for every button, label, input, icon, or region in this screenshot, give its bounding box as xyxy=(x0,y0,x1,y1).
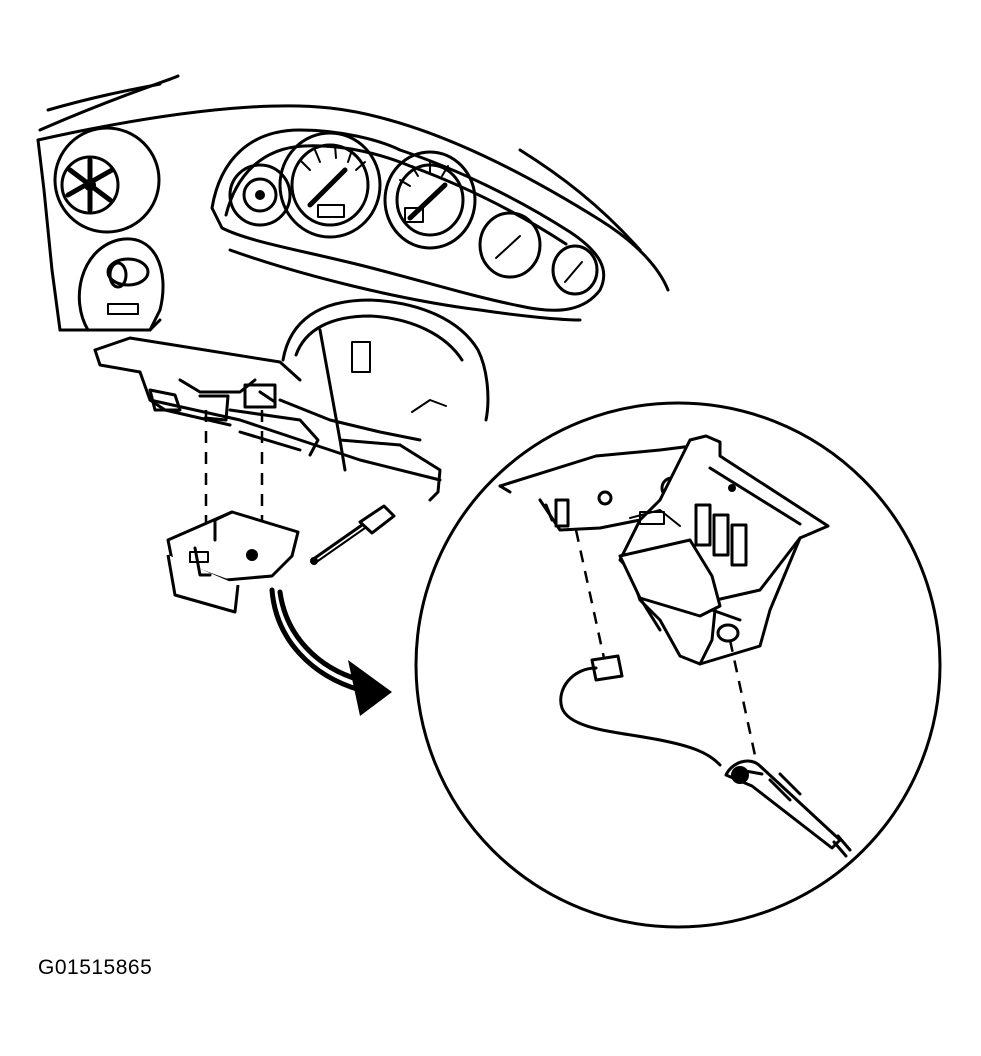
connector-pigtail xyxy=(310,504,396,565)
headlamp-switch xyxy=(77,237,165,332)
detail-arrow xyxy=(269,587,392,716)
steering-column-opening xyxy=(281,298,490,502)
bulb-socket xyxy=(559,654,852,858)
detail-view xyxy=(414,401,942,929)
switch-cover xyxy=(166,510,300,614)
switch-housing xyxy=(148,388,320,457)
instrument-panel xyxy=(36,74,670,502)
figure-reference-code: G01515865 xyxy=(38,956,153,979)
instrument-cluster xyxy=(210,128,606,322)
air-vent xyxy=(53,126,161,234)
